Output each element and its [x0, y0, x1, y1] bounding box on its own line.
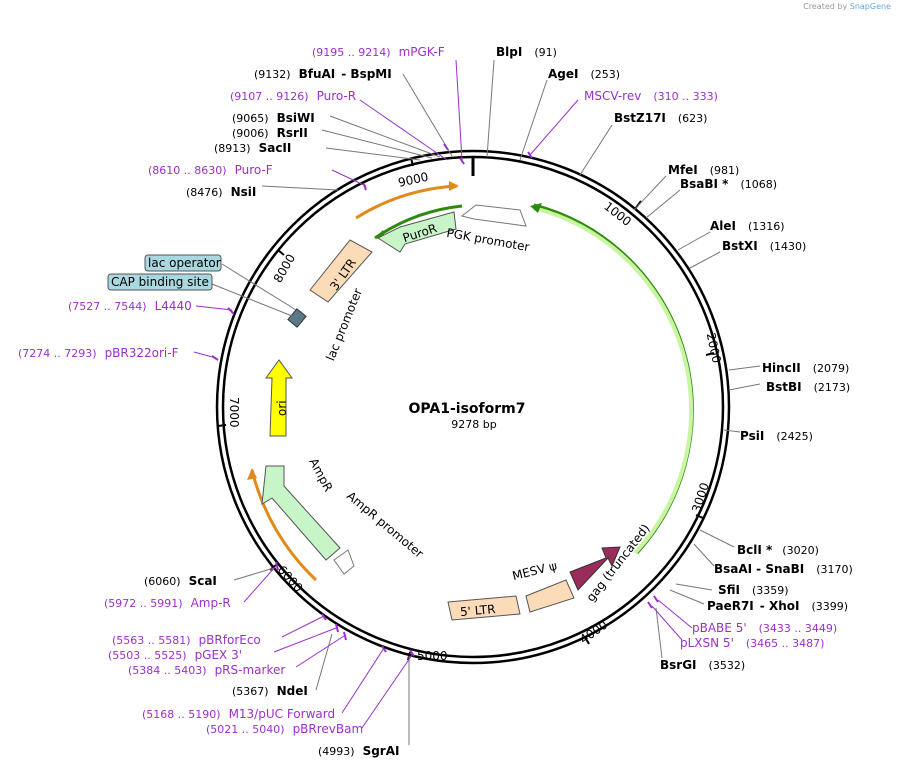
enzyme-mfei: MfeI(981) [668, 163, 739, 177]
primer-puro-r: (9107 .. 9126)Puro-R [230, 89, 356, 103]
ltr5-label: 5' LTR [459, 602, 496, 619]
enzyme-bstz17i: BstZ17I(623) [614, 111, 707, 125]
enzyme-bstbi: BstBI(2173) [766, 380, 850, 394]
orf-arc-ampr-head [247, 468, 257, 480]
gag-feature [569, 546, 621, 591]
plasmid-length: 9278 bp [451, 418, 496, 431]
lac-operator-label: lac operator [148, 256, 221, 270]
tick-label-8000: 8000 [271, 252, 298, 285]
primer-callouts [193, 59, 693, 729]
orf-arc-ampr [250, 469, 318, 582]
cap-site-label: CAP binding site [111, 275, 209, 289]
lac-callouts [211, 263, 297, 317]
primer-mpgk-f: (9195 .. 9214)mPGK-F [312, 45, 445, 59]
ampr-feature [261, 465, 341, 561]
enzyme-hincii: HincII(2079) [762, 361, 849, 375]
enzyme-scai: (6060)ScaI [144, 574, 217, 588]
tick-label-6000: 6000 [275, 563, 306, 595]
enzyme-sacii: (8913)SacII [214, 141, 291, 155]
tick-label-7000: 7000 [227, 397, 241, 428]
mesv-feature [525, 579, 575, 613]
primer-pbrrevbam: (5021 .. 5040)pBRrevBam [206, 722, 363, 736]
ori-label: ori [275, 400, 289, 416]
primer-pgex-3: (5503 .. 5525)pGEX 3' [108, 648, 242, 662]
primer-pbrforeco: (5563 .. 5581)pBRforEco [112, 633, 261, 647]
primer-amp-r: (5972 .. 5991)Amp-R [104, 596, 231, 610]
mesv-label: MESV ψ [511, 559, 559, 584]
pgk-promoter-feature [460, 204, 527, 227]
ampr-label: AmpR [306, 456, 335, 494]
primer-puro-f: (8610 .. 8630)Puro-F [148, 163, 273, 177]
primer-pbabe-5: pBABE 5'(3433 .. 3449) [692, 621, 837, 635]
enzyme-sgrai: (4993)SgrAI [318, 744, 399, 758]
tick-labels: 1000 2000 3000 4000 5000 6000 7000 8000 … [227, 170, 724, 663]
tick-label-2000: 2000 [704, 332, 724, 365]
primer-mscv-rev: MSCV-rev(310 .. 333) [584, 89, 718, 103]
enzyme-bstxi: BstXI(1430) [722, 239, 806, 253]
ltr5-feature [447, 595, 521, 621]
enzyme-callouts [233, 59, 761, 745]
enzyme-bsaai: BsaAI- SnaBI(3170) [714, 562, 853, 576]
enzyme-sfii: SfiI(3359) [718, 583, 789, 597]
orf-arc-top-head [449, 181, 459, 191]
enzyme-nsii: (8476)NsiI [186, 185, 256, 199]
enzyme-bsrgi: BsrGI(3532) [660, 658, 745, 672]
ltr3-feature [309, 239, 373, 303]
ori-feature [265, 359, 293, 437]
primer-m13-puc-forward: (5168 .. 5190)M13/pUC Forward [142, 707, 335, 721]
enzyme-agei: AgeI(253) [548, 67, 620, 81]
enzyme-psii: PsiI(2425) [740, 429, 813, 443]
pgk-promoter-label: PGK promoter [445, 226, 530, 254]
plasmid-title: OPA1-isoform7 [409, 401, 526, 417]
puror-feature [376, 211, 457, 253]
backbone-outer [215, 149, 731, 665]
tick-label-4000: 4000 [577, 618, 610, 647]
credit-brand: SnapGene [849, 2, 891, 11]
orf-arc-main-head [530, 203, 542, 213]
enzyme-bsiwi: (9065)BsiWI [232, 111, 315, 125]
orf-arc-top [355, 184, 458, 220]
enzyme-rsrii: (9006)RsrII [232, 126, 308, 140]
tick-label-5000: 5000 [417, 649, 448, 663]
credit-prefix: Created by [803, 2, 848, 11]
enzyme-ndei: (5367)NdeI [232, 684, 308, 698]
snapgene-credit: Created by SnapGene [803, 2, 891, 11]
lac-promoter-feature [287, 308, 307, 328]
enzyme-blpi: BlpI(91) [496, 45, 557, 59]
orf-arc-main-glow [533, 206, 694, 555]
primer-prs-marker: (5384 .. 5403)pRS-marker [128, 663, 285, 677]
enzyme-bcli: BclI *(3020) [737, 543, 819, 557]
ampr-promoter-label: AmpR promoter [344, 489, 426, 561]
primer-pbr322ori-f: (7274 .. 7293)pBR322ori-F [18, 346, 179, 360]
enzyme-alei: AleI(1316) [710, 219, 785, 233]
enzyme-paer7i: PaeR7I- XhoI(3399) [707, 599, 848, 613]
enzyme-bsabi: BsaBI *(1068) [680, 177, 777, 191]
lac-operator-box [144, 254, 222, 272]
primer-l4440: (7527 .. 7544)L4440 [68, 299, 192, 313]
enzyme-bfuai: (9132)BfuAI- BspMI [254, 67, 392, 81]
ampr-promoter-feature [333, 549, 355, 575]
cap-site-box [107, 273, 213, 291]
primer-marks [211, 143, 659, 657]
tick-label-9000: 9000 [397, 170, 430, 190]
primer-plxsn-5: pLXSN 5'(3465 .. 3487) [680, 636, 824, 650]
